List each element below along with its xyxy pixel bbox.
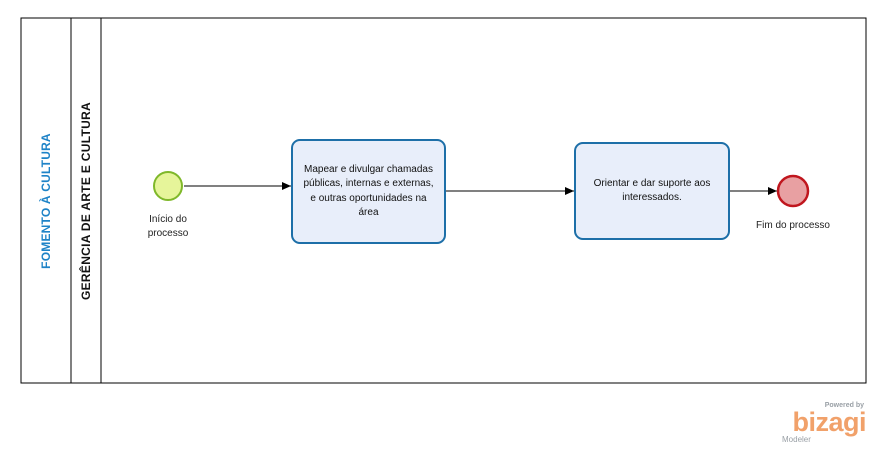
start-event-label: Início do processo	[147, 214, 189, 239]
watermark-powered-text: Powered by	[824, 402, 864, 409]
task-mapear-divulgar-label: Mapear e divulgar chamadas públicas, int…	[303, 163, 434, 219]
start-event[interactable]	[153, 171, 183, 201]
bizagi-logo: bizagi	[792, 407, 866, 437]
task-orientar-suporte[interactable]	[574, 142, 730, 240]
watermark-product-text: Modeler	[782, 435, 811, 444]
pool-label: FOMENTO À CULTURA	[21, 18, 71, 383]
pool-label-text: FOMENTO À CULTURA	[39, 132, 53, 269]
lane-label: GERÊNCIA DE ARTE E CULTURA	[71, 18, 101, 383]
end-event-label: Fim do processo	[756, 220, 830, 231]
end-event[interactable]	[776, 174, 810, 208]
task-orientar-suporte-label: Orientar e dar suporte aos interessados.	[593, 177, 711, 204]
task-mapear-divulgar[interactable]	[291, 139, 446, 244]
lane-label-text: GERÊNCIA DE ARTE E CULTURA	[79, 101, 93, 300]
bizagi-watermark: Powered by bizagi Modeler	[770, 402, 870, 446]
